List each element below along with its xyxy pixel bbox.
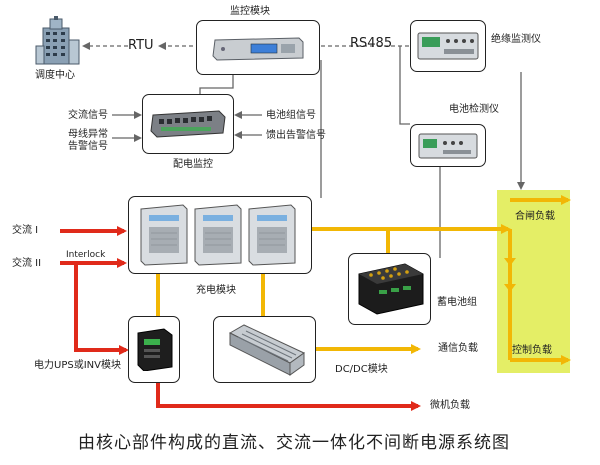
rs485-label: RS485 [350, 36, 393, 51]
monitor-module-label: 监控模块 [230, 6, 270, 17]
closing-load-label: 合闸负载 [515, 211, 555, 222]
ups-unit-icon [137, 328, 173, 371]
dcdc-module-label: DC/DC模块 [335, 364, 388, 375]
insulation-monitor-label: 绝缘监测仪 [491, 34, 541, 45]
distribution-monitor-box [142, 94, 234, 154]
ac-in-1-label: 交流 I [12, 225, 39, 236]
panel-tick-1 [504, 258, 516, 266]
insulation-monitor-icon [417, 32, 479, 60]
comm-load-label: 通信负载 [438, 343, 478, 354]
rs485-to-battery-monitor [399, 46, 410, 125]
insulation-monitor-box [410, 20, 486, 72]
charger-module-box [128, 196, 312, 274]
battery-monitor-box [410, 124, 486, 167]
monitor-to-distribution [199, 75, 234, 94]
battery-bank-icon [358, 263, 424, 315]
feeder-alarm-label: 馈出告警信号 [266, 130, 326, 141]
interlock-line [74, 263, 129, 355]
ac-signal-label: 交流信号 [68, 110, 108, 121]
distribution-monitor-label: 配电监控 [173, 159, 213, 170]
charger-module-label: 充电模块 [196, 285, 236, 296]
control-load-label: 控制负载 [512, 345, 552, 356]
battery-bank-label: 蓄电池组 [437, 297, 477, 308]
battery-group-signal-label: 电池组信号 [266, 110, 316, 121]
dispatch-center-label: 调度中心 [35, 70, 75, 81]
bus-alarm-label: 母线异常 告警信号 [68, 129, 108, 152]
ac-in-2-label: 交流 II [12, 258, 42, 269]
rectifier-unit-icon [140, 204, 296, 266]
rtu-label: RTU [128, 38, 154, 53]
interlock-label: Interlock [66, 250, 106, 260]
dcdc-module-box [213, 316, 316, 383]
battery-monitor-icon [418, 133, 478, 159]
monitor-module-box [196, 20, 320, 75]
battery-bank-box [348, 253, 431, 325]
monitor-unit-icon [212, 37, 304, 61]
diagram-caption: 由核心部件构成的直流、交流一体化不间断电源系统图 [78, 433, 510, 453]
dcdc-converter-icon [228, 324, 305, 376]
building-icon [35, 16, 80, 65]
micro-load-label: 微机负载 [430, 400, 470, 411]
distribution-monitor-icon [150, 110, 226, 138]
ups-module-box [128, 316, 180, 383]
battery-monitor-label: 电池检测仪 [449, 104, 499, 115]
panel-tick-2 [504, 284, 516, 292]
ups-to-micro-load [156, 383, 421, 411]
ups-module-label: 电力UPS或INV模块 [34, 360, 121, 371]
